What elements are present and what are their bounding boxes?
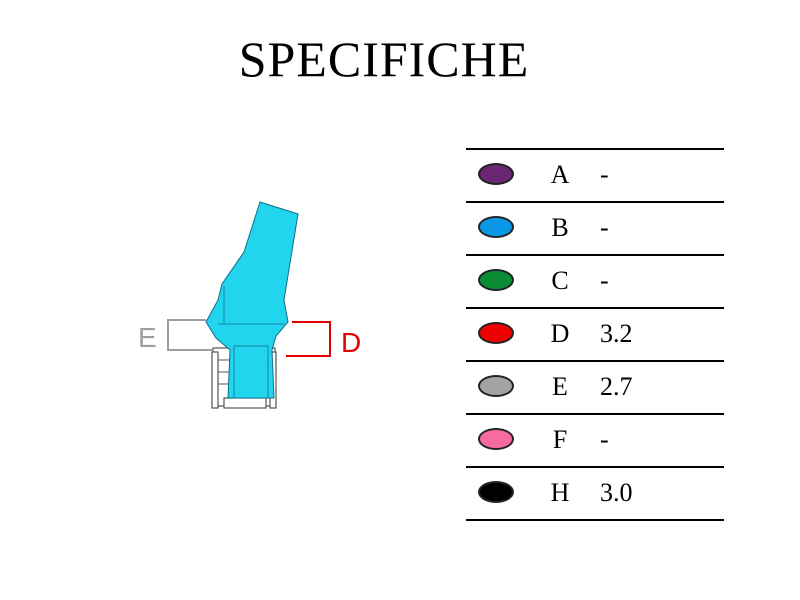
spec-letter: D xyxy=(550,319,570,348)
spec-swatch xyxy=(478,322,514,344)
spec-letter: H xyxy=(550,478,570,507)
spec-letter: B xyxy=(551,213,569,242)
spec-row: E 2.7 xyxy=(466,362,724,415)
spec-row: D 3.2 xyxy=(466,309,724,362)
spec-row: H 3.0 xyxy=(466,468,724,521)
abutment-body xyxy=(205,201,299,399)
page-title: SPECIFICHE xyxy=(238,31,530,87)
spec-value: 3.2 xyxy=(600,319,633,348)
spec-value: - xyxy=(600,213,609,242)
spec-swatch xyxy=(478,216,514,238)
spec-value: - xyxy=(600,266,609,295)
spec-swatch xyxy=(478,375,514,397)
spec-letter: C xyxy=(551,266,569,295)
screw-channel xyxy=(233,345,269,399)
spec-swatch xyxy=(478,163,514,185)
spec-table: A - B - C - D 3.2 E 2.7 F - H 3.0 xyxy=(466,148,724,521)
spec-letter: A xyxy=(550,160,570,189)
e-dimension-label: E xyxy=(138,322,157,353)
spec-swatch xyxy=(478,269,514,291)
e-dimension-bracket xyxy=(167,319,214,351)
spec-value: 3.0 xyxy=(600,478,633,507)
spec-swatch xyxy=(478,481,514,503)
d-dimension-label: D xyxy=(341,327,361,358)
spec-row: F - xyxy=(466,415,724,468)
spec-swatch xyxy=(478,428,514,450)
spec-letter: F xyxy=(552,425,568,454)
spec-row: C - xyxy=(466,256,724,309)
spec-value: - xyxy=(600,425,609,454)
spec-value: 2.7 xyxy=(600,372,633,401)
spec-row: A - xyxy=(466,150,724,203)
d-dimension-bracket xyxy=(286,321,331,357)
spec-row: B - xyxy=(466,203,724,256)
spec-value: - xyxy=(600,160,609,189)
spec-letter: E xyxy=(552,372,568,401)
